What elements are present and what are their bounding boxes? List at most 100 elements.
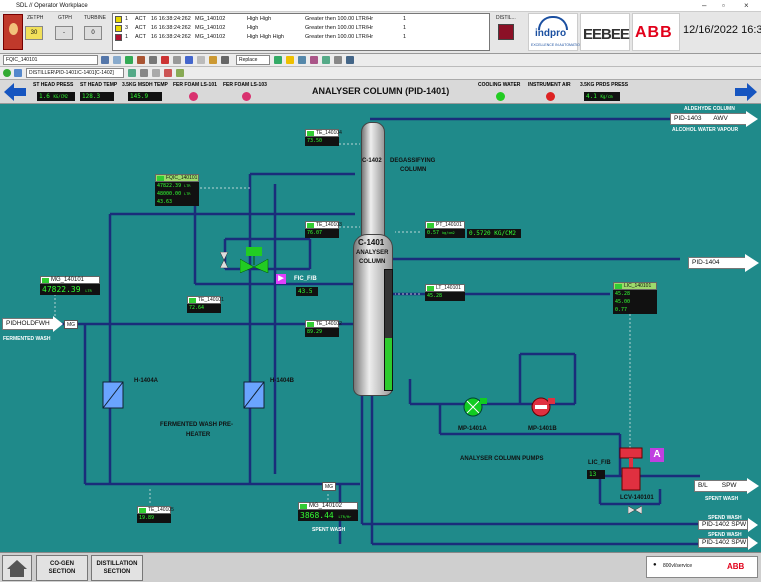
tag-mg140102[interactable]: MG_140102 3868.44 LTR/Hr — [298, 502, 358, 521]
pid1403-arrowhead-icon[interactable] — [746, 111, 758, 127]
display-path-select[interactable]: DISTILLER\PID-1401\C-1401[C-1402] — [26, 68, 124, 78]
star-icon[interactable] — [286, 56, 294, 64]
tag-fqic140101[interactable]: FQIC_140101 47822.39 LTR 48000.00 LTR 43… — [155, 174, 199, 206]
lcv-mode-badge[interactable]: A — [650, 448, 664, 462]
previous-display-arrow-icon[interactable] — [4, 83, 26, 101]
turbine-value[interactable]: 0 — [84, 26, 102, 40]
drain-valve-icon[interactable] — [628, 506, 642, 514]
tag-mg140101[interactable]: MG_140101 47822.39 LTR — [40, 276, 100, 295]
pid1402-link-arrow-b[interactable]: PID-1402 SPW — [698, 538, 748, 548]
maximize-icon[interactable]: ▫ — [722, 1, 725, 10]
home-button[interactable] — [2, 555, 32, 581]
pid1402b-arrowhead-icon[interactable] — [748, 536, 758, 550]
minimize-icon[interactable]: – — [702, 1, 707, 10]
zone-label-turbine: TURBINE — [84, 15, 106, 21]
nav-back-icon[interactable] — [14, 69, 22, 77]
back-icon[interactable] — [113, 56, 121, 64]
forward-icon[interactable] — [125, 56, 133, 64]
heat-exchanger-h1404a[interactable] — [102, 381, 124, 409]
help-icon[interactable] — [298, 56, 306, 64]
mg-small-outlet[interactable]: MG — [322, 482, 336, 491]
tag-select[interactable]: FQIC_140101 — [3, 55, 98, 65]
alarm-row[interactable]: 1 ACT 16 16:38:24:262 MG_140102 High Hig… — [113, 15, 489, 24]
preheater-label-2: HEATER — [186, 432, 211, 438]
alarm-list[interactable]: 1 ACT 16 16:38:24:262 MG_140102 High Hig… — [112, 13, 490, 51]
nav-up-icon[interactable] — [140, 69, 148, 77]
lcv-control-valve-icon[interactable] — [612, 446, 648, 492]
close-icon[interactable]: × — [744, 1, 749, 10]
column-level-fill — [385, 338, 392, 390]
mg-small-inlet[interactable]: MG — [64, 320, 78, 329]
pidhold-arrowhead-icon[interactable] — [53, 316, 63, 332]
open-display-icon[interactable] — [128, 69, 136, 77]
analyser-column-label: COLUMN — [359, 259, 386, 265]
stop-icon[interactable] — [164, 69, 172, 77]
column-c1402[interactable] — [361, 122, 385, 237]
instrument-air-indicator — [546, 92, 555, 101]
pid1404-arrowhead-icon[interactable] — [745, 254, 759, 272]
stat-label: 3.5KG PRDS PRESS — [580, 82, 629, 88]
msdh-temp-value: 145.9 — [128, 92, 162, 101]
indpro-logo: indpro EXCELLENCE IN AUTOMATION — [528, 13, 582, 51]
process-graphic: C-1402 DEGASSIFYING COLUMN C-1401 ANALYS… — [0, 104, 761, 552]
deity-image-icon — [3, 14, 23, 50]
trend-icon[interactable] — [322, 56, 330, 64]
pump-mp1401a-icon[interactable] — [462, 396, 488, 418]
print-icon[interactable] — [173, 56, 181, 64]
pidhold-link-arrow[interactable]: PIDHOLDFWH — [2, 318, 54, 330]
gtph-value[interactable]: - — [55, 26, 73, 40]
pid1402a-arrowhead-icon[interactable] — [748, 518, 758, 532]
manual-valve-icon[interactable] — [220, 252, 228, 268]
pid1402-link-arrow-a[interactable]: PID-1402 SPW — [698, 520, 748, 530]
stat-label: FER FOAM LS-103 — [223, 82, 267, 88]
settings-icon[interactable] — [221, 56, 229, 64]
degassifying-column-label: COLUMN — [400, 167, 427, 173]
zoom-icon[interactable] — [185, 56, 193, 64]
menu-icon[interactable] — [149, 56, 157, 64]
zetph-value[interactable]: 30 — [25, 26, 43, 40]
alarm-icon[interactable] — [161, 56, 169, 64]
list-icon[interactable] — [176, 69, 184, 77]
alarm-row[interactable]: 1 ACT 16 16:38:24:262 MG_140102 High Hig… — [113, 33, 489, 42]
nav-down-icon[interactable] — [152, 69, 160, 77]
refresh-icon[interactable] — [274, 56, 282, 64]
fic-mode-badge-icon[interactable]: ▶ — [276, 274, 286, 284]
heat-exchanger-h1404b[interactable] — [243, 381, 265, 409]
user-icon[interactable] — [310, 56, 318, 64]
pid1404-link-arrow[interactable]: PID-1404 — [688, 257, 746, 269]
pid1403-link-arrow[interactable]: PID-1403 AWV — [670, 113, 748, 125]
report-icon[interactable] — [334, 56, 342, 64]
distillery-status-button[interactable] — [498, 24, 514, 40]
stat-label: FER FOAM LS-101 — [173, 82, 217, 88]
lcv-label: LCV-140101 — [620, 495, 654, 501]
st-head-temp-value: 128.3 — [80, 92, 114, 101]
bl-spw-arrowhead-icon[interactable] — [747, 478, 759, 494]
folder-icon[interactable] — [209, 56, 217, 64]
window-icon[interactable] — [346, 56, 354, 64]
home-icon[interactable] — [137, 56, 145, 64]
toolbar-secondary: DISTILLER\PID-1401\C-1401[C-1402] — [0, 67, 761, 80]
mode-select[interactable]: Replace — [236, 55, 270, 65]
grid-icon[interactable] — [197, 56, 205, 64]
search-icon[interactable] — [101, 56, 109, 64]
distillery-status-label: DISTIL... — [496, 15, 516, 21]
fic-control-valve-icon[interactable] — [240, 245, 282, 273]
pump-mp1401b-icon[interactable] — [530, 396, 556, 418]
next-display-arrow-icon[interactable] — [735, 83, 757, 101]
alarm-color-icon — [115, 16, 122, 23]
status-ok-icon[interactable] — [3, 69, 11, 77]
eebee-logo: EEBEE — [580, 13, 630, 51]
user-icon: ● — [653, 562, 657, 568]
alarm-row[interactable]: 3 ACT 16 16:38:24:262 MG_140102 High Gre… — [113, 24, 489, 33]
